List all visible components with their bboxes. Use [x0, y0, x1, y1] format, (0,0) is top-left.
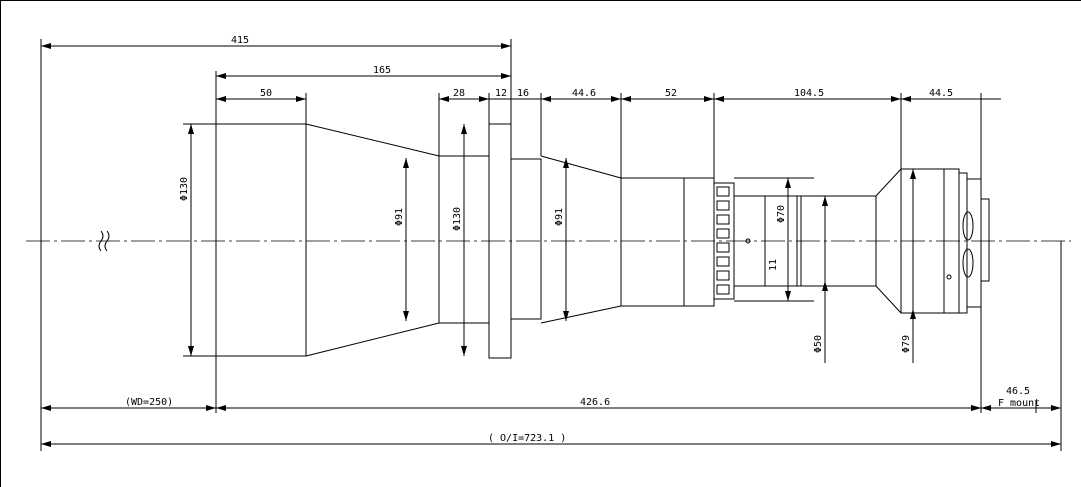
dia-front: Φ130 — [179, 177, 190, 201]
dim-16: 16 — [517, 88, 529, 99]
dia-flange: Φ130 — [452, 207, 463, 231]
dia-rear-tube: Φ50 — [813, 335, 824, 353]
dia-cone-front: Φ91 — [394, 208, 405, 226]
knurl-tooth — [716, 270, 730, 281]
dim-object-to-image: ( O/I=723.1 ) — [488, 433, 566, 444]
dim-52: 52 — [665, 88, 677, 99]
dim-165: 165 — [373, 65, 391, 76]
knurl-tooth — [716, 214, 730, 225]
mount-label: F mount — [998, 398, 1040, 409]
knurl-tooth — [716, 284, 730, 295]
dim-28: 28 — [453, 88, 465, 99]
dim-12: 12 — [495, 88, 507, 99]
dim-50: 50 — [260, 88, 272, 99]
break-symbol — [98, 230, 110, 252]
dim-lens-length: 426.6 — [580, 397, 610, 408]
dia-mid: Φ70 — [776, 205, 787, 223]
dim-104-5: 104.5 — [794, 88, 824, 99]
dim-44-6: 44.6 — [572, 88, 596, 99]
top-dimension-lines — [41, 43, 1001, 102]
knurl-tooth — [716, 256, 730, 267]
knurl-tooth — [716, 242, 730, 253]
dim-flange-back: 46.5 — [1006, 386, 1030, 397]
dia-rear: Φ79 — [901, 335, 912, 353]
dim-415: 415 — [231, 35, 249, 46]
knurl-tooth — [716, 200, 730, 211]
knurl-tooth — [716, 186, 730, 197]
knurl-tooth — [716, 228, 730, 239]
bottom-dimension-lines — [41, 405, 1061, 447]
dim-working-distance: (WD=250) — [125, 397, 173, 408]
dim-44-5: 44.5 — [929, 88, 953, 99]
diameter-dimension-lines — [183, 123, 916, 363]
dia-cone-rear: Φ91 — [554, 208, 565, 226]
ring-mark: 11 — [768, 259, 779, 271]
